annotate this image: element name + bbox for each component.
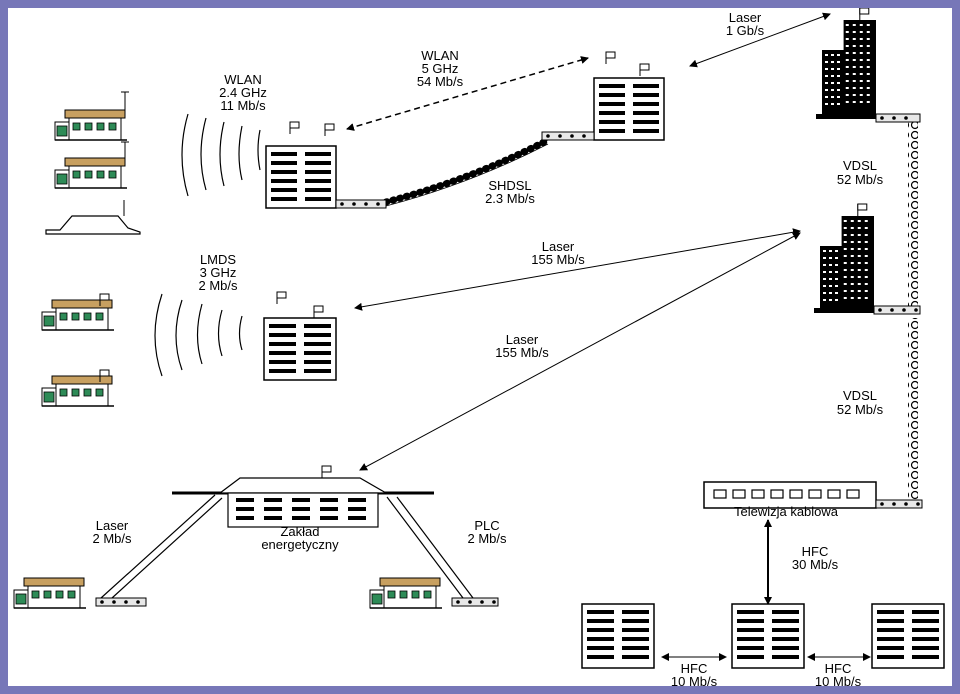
label-lmds-line: 3 GHz — [200, 265, 237, 280]
label-laser-155-lower: Laser 155 Mb/s — [495, 332, 549, 360]
cable-tv-terminal — [875, 499, 923, 509]
cable-tv-building — [703, 481, 877, 509]
label-vdsl-upper: VDSL 52 Mb/s — [837, 158, 884, 187]
laser-1gb-link — [689, 12, 831, 68]
house-lmds-2 — [41, 369, 114, 407]
label-laser-155-line: Laser — [542, 239, 575, 254]
label-plc-line: 2 Mb/s — [467, 531, 507, 546]
power-plant-building — [172, 465, 434, 528]
label-vdsl-lower: VDSL 52 Mb/s — [837, 388, 884, 417]
house-wlan-2 — [54, 141, 129, 189]
label-shdsl: SHDSL 2.3 Mb/s — [485, 178, 535, 206]
label-hfc-line: HFC — [802, 544, 829, 559]
plc-power-line — [386, 496, 474, 599]
car-icon — [45, 200, 141, 235]
label-hfc-line: HFC — [825, 661, 852, 676]
wlan-5ghz-link — [346, 56, 589, 131]
label-vdsl-line: VDSL — [843, 158, 877, 173]
label-laser-155-line: 155 Mb/s — [495, 345, 549, 360]
label-laser-1gb: Laser 1 Gb/s — [726, 10, 765, 38]
hfc-building-center — [731, 603, 805, 669]
label-laser-1gb-line: 1 Gb/s — [726, 23, 765, 38]
hfc-building-right — [871, 603, 945, 669]
wlan-5ghz-building-terminal — [541, 131, 595, 141]
label-laser-155-line: Laser — [506, 332, 539, 347]
label-shdsl-line: SHDSL — [488, 178, 531, 193]
central-tower-upper-terminal — [875, 113, 921, 123]
label-hfc-line: 10 Mb/s — [671, 674, 718, 686]
label-lmds: LMDS 3 GHz 2 Mb/s — [198, 252, 238, 293]
label-laser-155-upper: Laser 155 Mb/s — [531, 239, 585, 267]
label-shdsl-line: 2.3 Mb/s — [485, 191, 535, 206]
laser-155-link-b — [359, 232, 801, 471]
wlan-radio-waves — [181, 113, 261, 197]
lmds-building — [263, 291, 337, 381]
hfc-building-left — [581, 603, 655, 669]
house-wlan-1 — [54, 91, 129, 141]
house-plc — [369, 577, 442, 609]
house-laser-2mb — [13, 577, 86, 609]
label-laser-2mb-line: 2 Mb/s — [92, 531, 132, 546]
label-hfc-30mb: HFC 30 Mb/s — [792, 544, 839, 572]
label-cable-tv: Telewizja kablowa — [734, 504, 839, 519]
label-power-plant-line: energetyczny — [261, 537, 339, 552]
label-vdsl-line: VDSL — [843, 388, 877, 403]
wlan-building — [265, 121, 337, 209]
label-wlan-2-4ghz-line: 2.4 GHz — [219, 85, 267, 100]
label-wlan-5ghz-line: 54 Mb/s — [417, 74, 464, 89]
label-lmds-line: 2 Mb/s — [198, 278, 238, 293]
lmds-radio-waves — [154, 293, 243, 377]
house-lmds-1 — [41, 293, 114, 331]
label-plc-line: PLC — [474, 518, 499, 533]
label-vdsl-line: 52 Mb/s — [837, 172, 884, 187]
label-hfc-line: 10 Mb/s — [815, 674, 862, 686]
central-tower-upper — [816, 8, 882, 119]
central-tower-lower — [814, 203, 880, 313]
wlan-building-terminal — [335, 199, 387, 209]
label-power-plant: Zakład energetyczny — [261, 524, 339, 552]
label-laser-2mb: Laser 2 Mb/s — [92, 518, 132, 546]
label-wlan-5ghz: WLAN 5 GHz 54 Mb/s — [417, 48, 464, 89]
label-power-plant-line: Zakład — [280, 524, 319, 539]
vdsl-cable-upper — [908, 120, 918, 306]
wlan-5ghz-building — [593, 51, 665, 141]
label-wlan-2-4ghz: WLAN 2.4 GHz 11 Mb/s — [219, 72, 267, 113]
label-wlan-5ghz-line: 5 GHz — [422, 61, 459, 76]
house-plc-terminal — [451, 597, 499, 607]
label-laser-1gb-line: Laser — [729, 10, 762, 25]
label-wlan-2-4ghz-line: WLAN — [224, 72, 262, 87]
house-laser-2mb-terminal — [95, 597, 147, 607]
network-diagram: WLAN 2.4 GHz 11 Mb/s WLAN 5 GHz 54 Mb/s … — [13, 8, 945, 686]
central-tower-lower-terminal — [873, 305, 921, 315]
label-plc: PLC 2 Mb/s — [467, 518, 507, 546]
label-hfc-line: 30 Mb/s — [792, 557, 839, 572]
label-hfc-line: HFC — [681, 661, 708, 676]
label-vdsl-line: 52 Mb/s — [837, 402, 884, 417]
label-lmds-line: LMDS — [200, 252, 236, 267]
vdsl-cable-lower — [908, 318, 918, 502]
laser-2mb-mast — [100, 494, 223, 599]
label-hfc-10mb-left: HFC 10 Mb/s — [671, 661, 718, 686]
label-laser-155-line: 155 Mb/s — [531, 252, 585, 267]
label-laser-2mb-line: Laser — [96, 518, 129, 533]
label-wlan-5ghz-line: WLAN — [421, 48, 459, 63]
label-wlan-2-4ghz-line: 11 Mb/s — [220, 98, 266, 113]
label-hfc-10mb-right: HFC 10 Mb/s — [815, 661, 862, 686]
